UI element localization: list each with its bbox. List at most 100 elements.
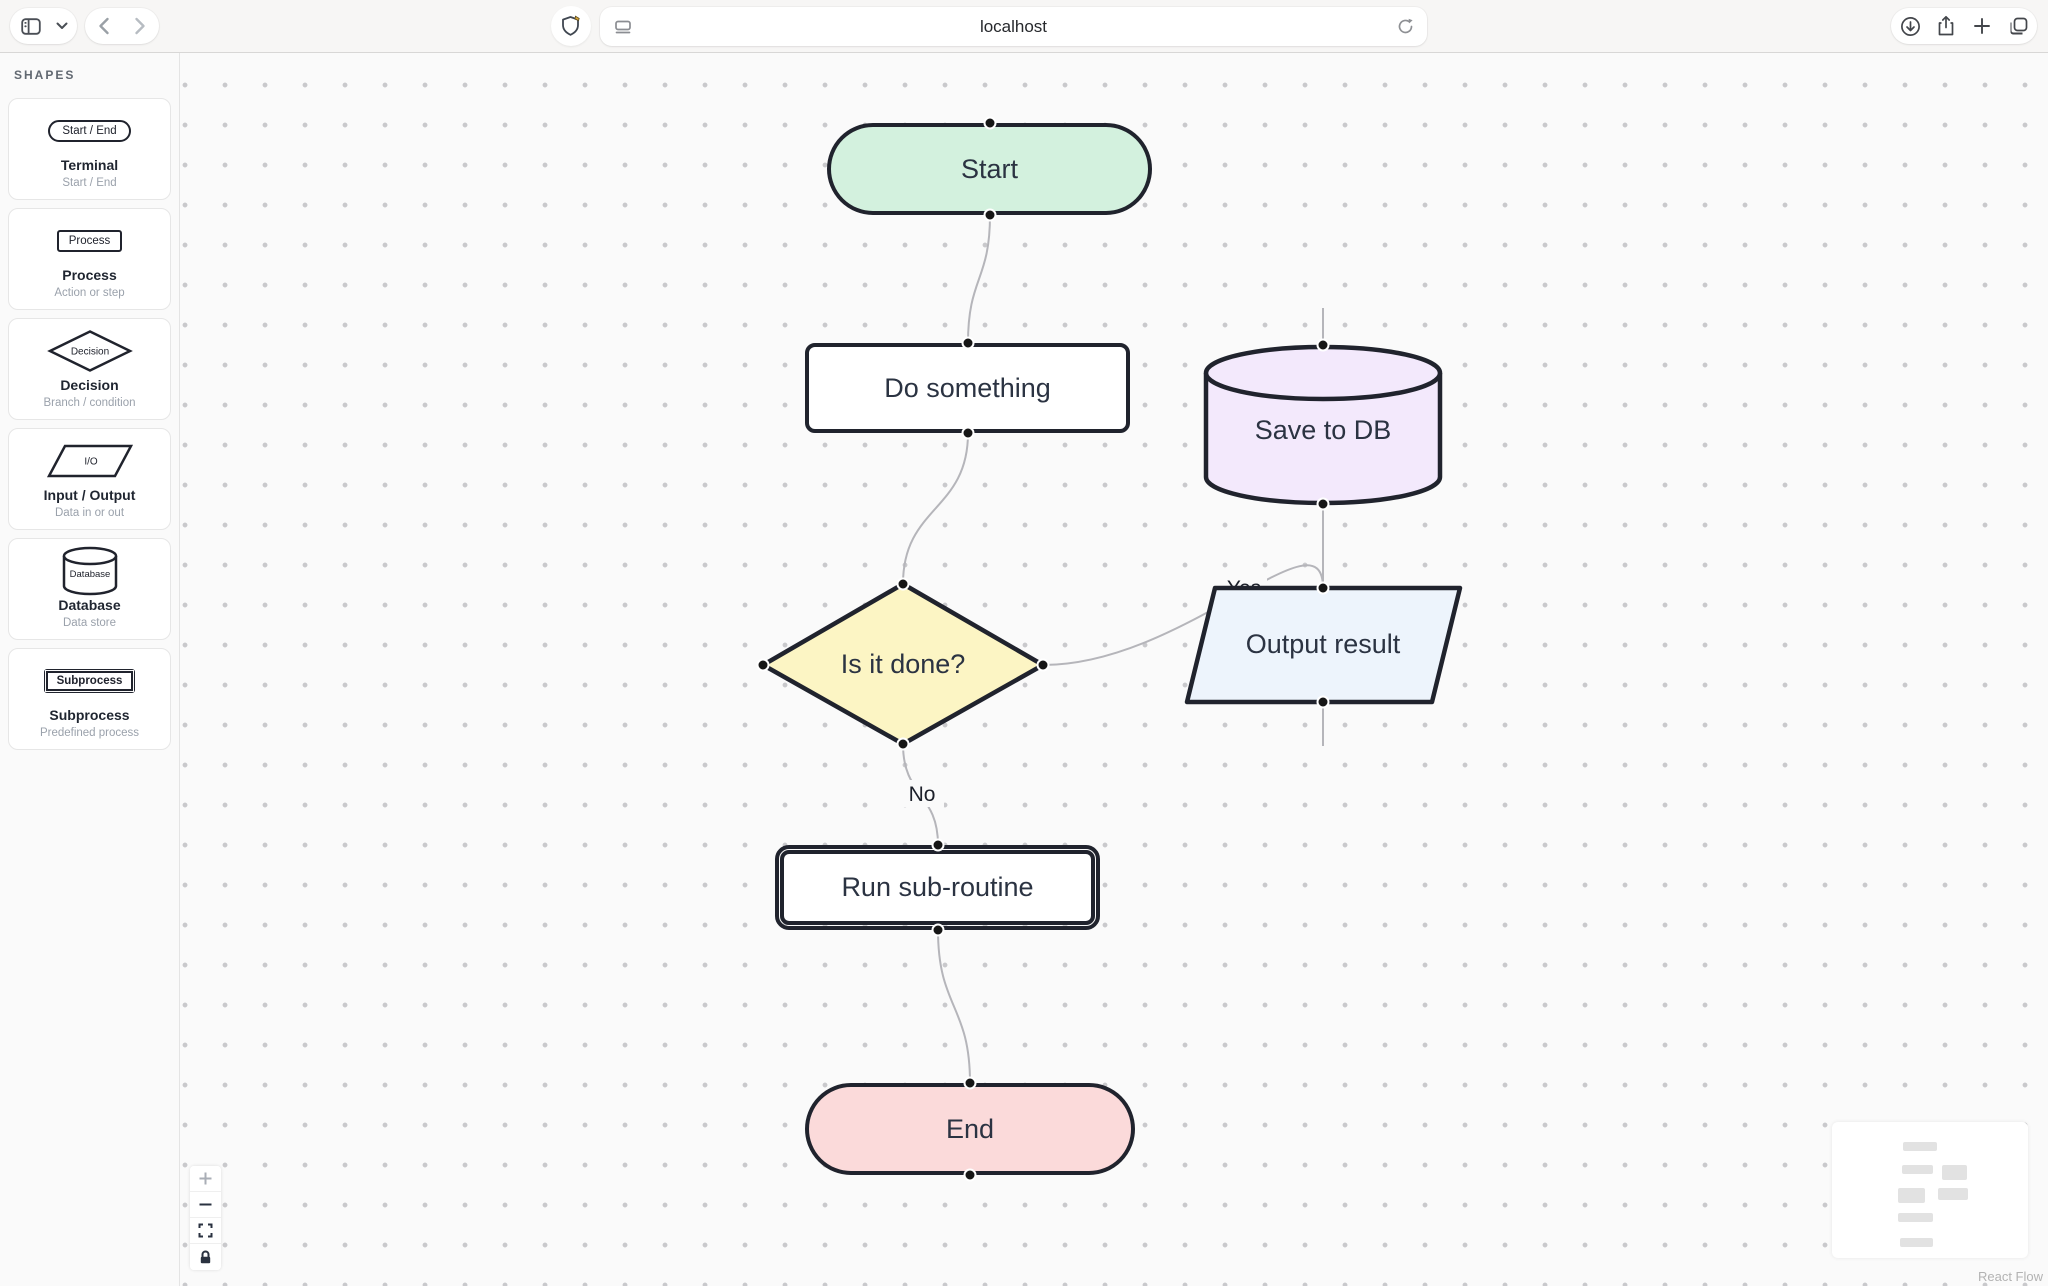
minimap-node-output-result bbox=[1938, 1188, 1968, 1200]
address-bar[interactable]: localhost bbox=[600, 7, 1427, 46]
handle-start-top[interactable] bbox=[983, 116, 997, 130]
shapes-sidebar: SHAPES Start / End Terminal Start / End … bbox=[0, 53, 180, 1286]
forward-button[interactable] bbox=[123, 9, 157, 43]
handle-start-bottom[interactable] bbox=[983, 208, 997, 222]
node-output-result[interactable] bbox=[1184, 585, 1463, 705]
handle-save-to-db-top[interactable] bbox=[1316, 338, 1330, 352]
tab-overview-button[interactable] bbox=[2001, 9, 2035, 43]
palette-item-subtitle: Data store bbox=[62, 617, 117, 629]
reader-icon bbox=[615, 20, 631, 33]
node-is-it-done[interactable] bbox=[760, 581, 1046, 747]
palette-item-title: Decision bbox=[60, 377, 119, 393]
privacy-report-button[interactable] bbox=[551, 6, 591, 46]
handle-is-it-done-left[interactable] bbox=[756, 658, 770, 672]
palette-item-process[interactable]: Process Process Action or step bbox=[8, 208, 171, 310]
edge-start-do-something[interactable] bbox=[967, 214, 991, 344]
flow-canvas[interactable]: Yes No Start Do som bbox=[180, 53, 2048, 1286]
edge-run-sub-routine-end[interactable] bbox=[937, 929, 971, 1084]
chevron-down-icon bbox=[56, 22, 68, 29]
palette-item-subprocess[interactable]: Subprocess Subprocess Predefined process bbox=[8, 648, 171, 750]
handle-is-it-done-bottom[interactable] bbox=[896, 737, 910, 751]
node-label: Run sub-routine bbox=[841, 872, 1034, 902]
palette-item-title: Subprocess bbox=[49, 707, 130, 723]
lock-button[interactable] bbox=[190, 1244, 221, 1270]
palette-item-subtitle: Predefined process bbox=[39, 727, 140, 739]
database-shape-preview: Database bbox=[62, 546, 117, 596]
nav-group bbox=[85, 8, 159, 44]
svg-text:Database: Database bbox=[69, 569, 110, 580]
palette-item-io[interactable]: I/O Input / Output Data in or out bbox=[8, 428, 171, 530]
handle-do-something-top[interactable] bbox=[961, 336, 975, 350]
palette-item-subtitle: Branch / condition bbox=[43, 397, 136, 409]
reload-button[interactable] bbox=[1396, 17, 1415, 36]
handle-output-result-top[interactable] bbox=[1316, 581, 1330, 595]
toolbar-actions-group bbox=[1891, 8, 2037, 44]
zoom-in-button[interactable] bbox=[190, 1166, 221, 1192]
minimap-node-start bbox=[1903, 1142, 1937, 1151]
download-icon bbox=[1900, 16, 1920, 36]
minimap-node-is-it-done bbox=[1898, 1188, 1925, 1203]
lock-icon bbox=[200, 1250, 211, 1263]
palette-item-title: Database bbox=[58, 597, 121, 613]
palette-item-title: Input / Output bbox=[43, 487, 136, 503]
browser-toolbar: localhost bbox=[0, 0, 2048, 53]
node-run-sub-routine[interactable]: Run sub-routine bbox=[775, 845, 1100, 930]
minimap-node-do-something bbox=[1902, 1165, 1933, 1174]
edge-do-something-is-it-done[interactable] bbox=[902, 432, 969, 585]
edge-label-no: No bbox=[900, 780, 944, 807]
minimap-node-end bbox=[1900, 1238, 1933, 1247]
svg-text:No: No bbox=[909, 783, 936, 806]
tabs-icon bbox=[2010, 17, 2027, 34]
handle-run-sub-routine-top[interactable] bbox=[931, 838, 945, 852]
share-button[interactable] bbox=[1929, 9, 1963, 43]
decision-shape-preview: Decision bbox=[46, 330, 133, 372]
back-icon bbox=[99, 17, 109, 35]
node-end[interactable]: End bbox=[805, 1083, 1135, 1175]
sidebar-toggle-button[interactable] bbox=[14, 9, 48, 43]
subprocess-shape-preview: Subprocess bbox=[43, 669, 136, 693]
fit-view-button[interactable] bbox=[190, 1218, 221, 1244]
downloads-button[interactable] bbox=[1893, 9, 1927, 43]
handle-end-bottom[interactable] bbox=[963, 1168, 977, 1182]
minus-icon bbox=[199, 1203, 212, 1206]
node-start[interactable]: Start bbox=[827, 123, 1152, 215]
process-shape-preview: Process bbox=[56, 230, 123, 252]
palette-item-title: Process bbox=[62, 267, 117, 283]
sidebar-toggle-group bbox=[10, 8, 77, 44]
node-label: Do something bbox=[884, 372, 1051, 403]
handle-end-top[interactable] bbox=[963, 1076, 977, 1090]
reader-button[interactable] bbox=[613, 17, 633, 37]
flow-minimap[interactable] bbox=[1832, 1122, 2028, 1258]
handle-output-result-bottom[interactable] bbox=[1316, 695, 1330, 709]
handle-save-to-db-bottom[interactable] bbox=[1316, 497, 1330, 511]
handle-is-it-done-top[interactable] bbox=[896, 577, 910, 591]
node-do-something[interactable]: Do something bbox=[805, 343, 1130, 433]
palette-item-subtitle: Start / End bbox=[62, 177, 117, 189]
node-save-to-db[interactable] bbox=[1203, 344, 1443, 506]
share-icon bbox=[1938, 15, 1954, 36]
flow-controls bbox=[190, 1166, 221, 1270]
handle-run-sub-routine-bottom[interactable] bbox=[931, 923, 945, 937]
palette-item-terminal[interactable]: Start / End Terminal Start / End bbox=[8, 98, 171, 200]
reload-icon bbox=[1398, 18, 1413, 34]
shape-nodes-layer bbox=[760, 344, 1463, 747]
node-label: Start bbox=[960, 153, 1019, 184]
minimap-node-run-sub-routine bbox=[1898, 1213, 1933, 1222]
react-flow-attribution[interactable]: React Flow bbox=[1977, 1269, 2043, 1284]
zoom-out-button[interactable] bbox=[190, 1192, 221, 1218]
plus-icon bbox=[1974, 18, 1990, 34]
back-button[interactable] bbox=[87, 9, 121, 43]
sidebar-title: SHAPES bbox=[14, 68, 76, 82]
new-tab-button[interactable] bbox=[1965, 9, 1999, 43]
sidebar-menu-chevron[interactable] bbox=[51, 9, 73, 43]
palette-item-decision[interactable]: Decision Decision Branch / condition bbox=[8, 318, 171, 420]
svg-text:I/O: I/O bbox=[84, 457, 98, 468]
io-shape-preview: I/O bbox=[46, 444, 133, 478]
forward-icon bbox=[135, 17, 145, 35]
node-label: End bbox=[945, 1113, 995, 1144]
palette-item-database[interactable]: Database Database Data store bbox=[8, 538, 171, 640]
handle-do-something-bottom[interactable] bbox=[961, 426, 975, 440]
palette-item-subtitle: Data in or out bbox=[54, 507, 125, 519]
handle-is-it-done-right[interactable] bbox=[1036, 658, 1050, 672]
